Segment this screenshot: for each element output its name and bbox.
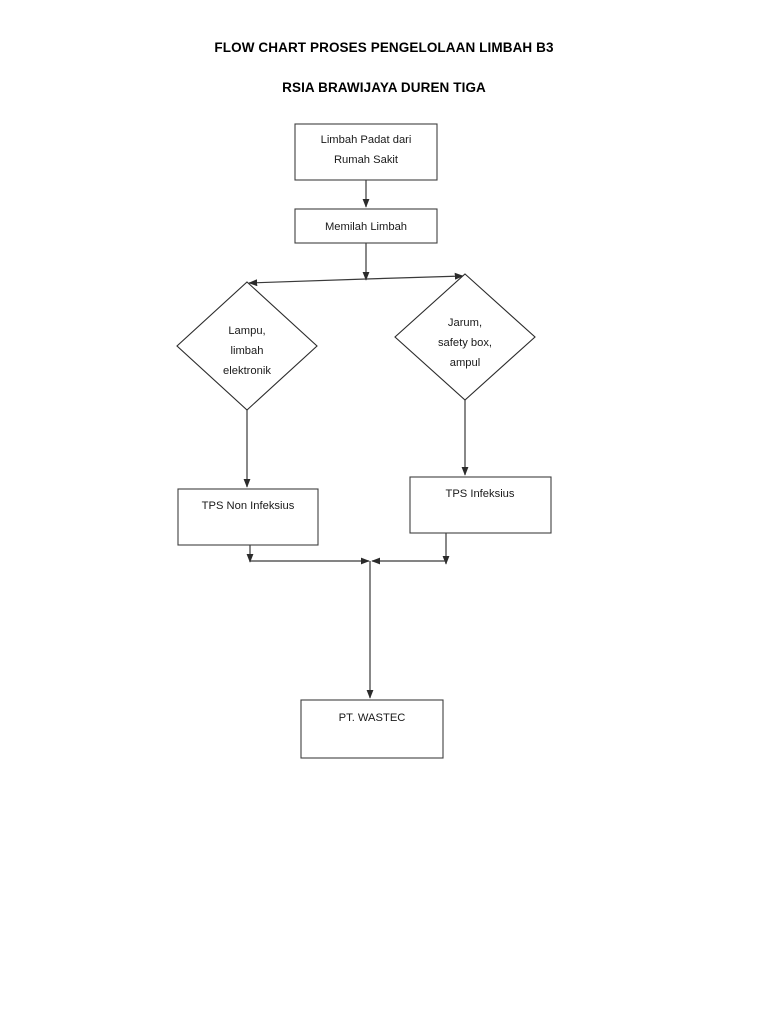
node-vendor-label: PT. WASTEC (339, 712, 406, 724)
page-title: FLOW CHART PROSES PENGELOLAAN LIMBAH B3 (214, 40, 554, 55)
edge-sort-to-diamond-right (365, 272, 464, 280)
node-source-line1: Limbah Padat dari (321, 134, 412, 146)
node-tps-inf-box (409, 476, 552, 534)
node-tps-inf-label: TPS Infeksius (445, 488, 514, 500)
node-diamond-left[interactable]: Lampu, limbah elektronik (176, 281, 318, 411)
edge-sort-to-diamond-left (248, 278, 367, 287)
page-subtitle: RSIA BRAWIJAYA DUREN TIGA (282, 80, 486, 95)
node-vendor[interactable]: PT. WASTEC (300, 699, 444, 759)
node-sort-label: Memilah Limbah (325, 221, 407, 233)
node-diamond-right-line3: ampul (450, 357, 480, 369)
node-tps-non-infeksius[interactable]: TPS Non Infeksius (177, 488, 319, 546)
node-diamond-left-line3: elektronik (223, 365, 271, 377)
node-tps-non-box (177, 488, 319, 546)
node-diamond-right-line2: safety box, (438, 337, 492, 349)
node-vendor-box (300, 699, 444, 759)
node-diamond-right-line1: Jarum, (448, 317, 482, 329)
node-diamond-right-shape (394, 273, 536, 401)
node-sort[interactable]: Memilah Limbah (294, 208, 438, 244)
node-diamond-left-line1: Lampu, (228, 325, 265, 337)
node-source-box (294, 123, 438, 181)
node-tps-infeksius[interactable]: TPS Infeksius (409, 476, 552, 534)
node-diamond-right[interactable]: Jarum, safety box, ampul (394, 273, 536, 401)
node-tps-non-label: TPS Non Infeksius (202, 500, 295, 512)
node-sort-box (294, 208, 438, 244)
node-source-line2: Rumah Sakit (334, 154, 399, 166)
node-diamond-left-shape (176, 281, 318, 411)
node-source[interactable]: Limbah Padat dari Rumah Sakit (294, 123, 438, 181)
node-diamond-left-line2: limbah (231, 345, 264, 357)
